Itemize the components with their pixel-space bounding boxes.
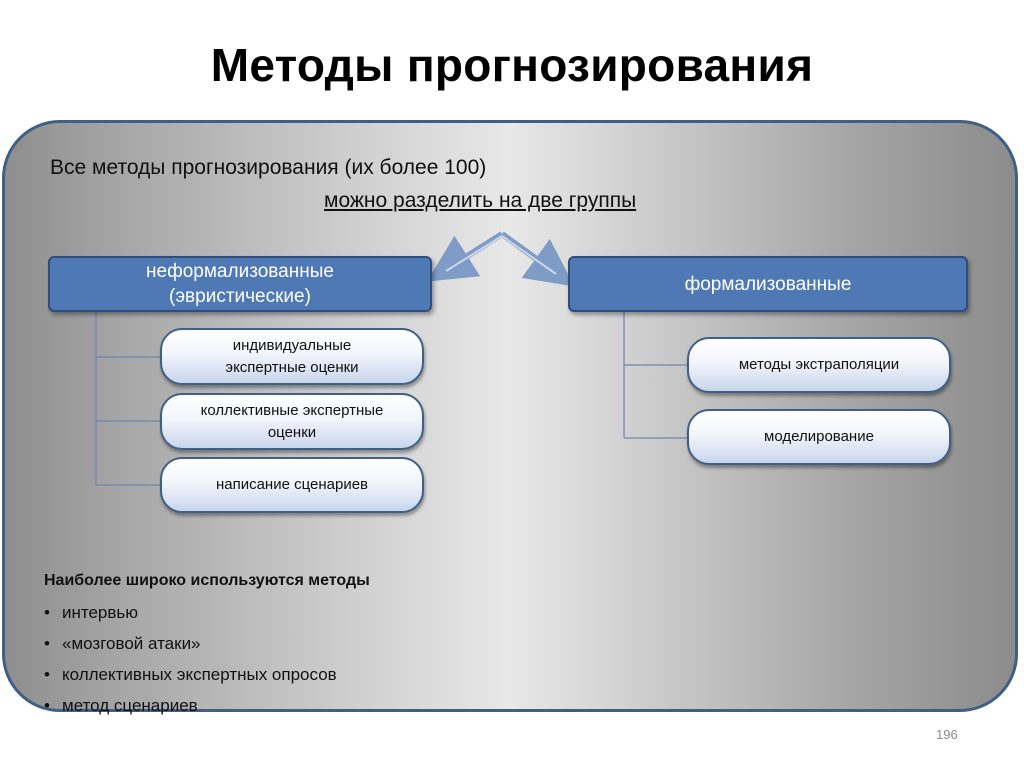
method-label: методы экстраполяции: [738, 356, 900, 373]
list-item: •«мозговой атаки»: [44, 631, 337, 662]
intro-subtext: можно разделить на две группы: [324, 189, 637, 212]
bullet-icon: •: [44, 603, 50, 622]
method-extrapolation: методы экстраполяции: [687, 337, 951, 393]
bullet-icon: •: [44, 665, 50, 684]
method-label: индивидуальные экспертные оценки: [225, 336, 359, 376]
group-informal-box: неформализованные (эвристические): [48, 256, 432, 312]
page-number: 196: [936, 727, 958, 742]
intro-text: Все методы прогнозирования (их более 100…: [50, 156, 487, 179]
widely-used-list: •интервью •«мозговой атаки» •коллективны…: [44, 600, 337, 724]
formal-tree-lines: [623, 312, 687, 439]
group-informal-label: неформализованные (эвристические): [146, 261, 334, 307]
method-modeling: моделирование: [687, 409, 951, 465]
informal-tree-lines: [95, 312, 160, 486]
method-collective-expert: коллективные экспертные оценки: [160, 393, 424, 450]
group-formal-box: формализованные: [568, 256, 968, 312]
bullet-icon: •: [44, 696, 50, 715]
widely-used-heading: Наиболее широко используются методы: [44, 572, 370, 589]
bullet-icon: •: [44, 634, 50, 653]
group-formal-label: формализованные: [684, 273, 852, 295]
method-individual-expert: индивидуальные экспертные оценки: [160, 328, 424, 385]
arrow-to-informal: [426, 231, 504, 282]
method-label: моделирование: [764, 428, 874, 445]
list-item: •интервью: [44, 600, 337, 631]
method-scenarios: написание сценариев: [160, 457, 424, 513]
list-item: •коллективных экспертных опросов: [44, 662, 337, 693]
method-label: коллективные экспертные оценки: [200, 401, 384, 441]
slide-title: Методы прогнозирования: [210, 39, 814, 91]
method-label: написание сценариев: [215, 476, 369, 493]
list-item: •метод сценариев: [44, 693, 337, 724]
